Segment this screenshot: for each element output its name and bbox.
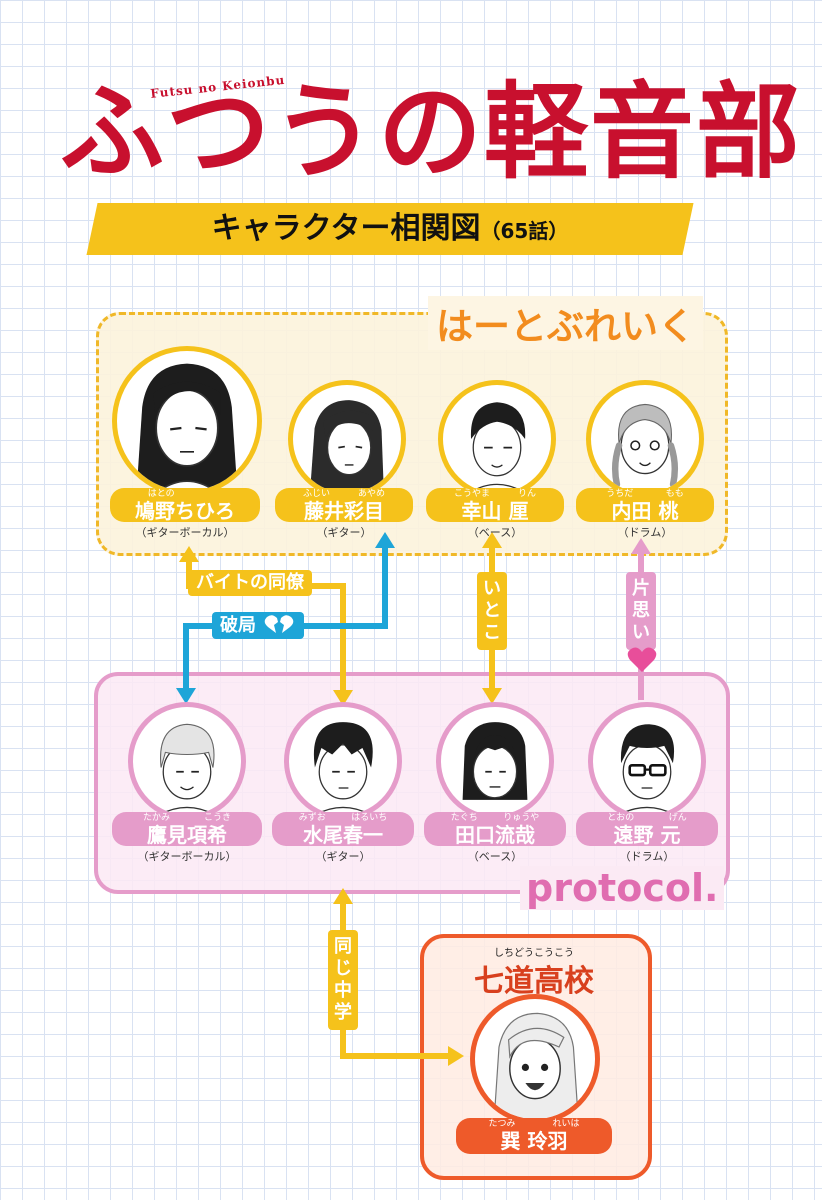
heart-icon bbox=[627, 647, 657, 672]
ruby-ayame-family: ふじい bbox=[302, 489, 330, 499]
ruby-kouki-given: こうき bbox=[203, 813, 231, 823]
short-hair-person-icon bbox=[468, 402, 526, 493]
crush-arrow-up bbox=[631, 538, 651, 554]
relation-label-same-middle-school: 同じ中学 bbox=[328, 930, 358, 1030]
relation-label-cousins: いとこ bbox=[477, 572, 507, 650]
ruby-gen-given: げん bbox=[668, 813, 687, 823]
relation-label-breakup: 破局 bbox=[212, 612, 305, 639]
broken-heart-icon bbox=[265, 615, 294, 633]
girl-braids-icon bbox=[611, 403, 679, 488]
role-ayame: （ギター） bbox=[316, 526, 372, 539]
role-momo: （ドラム） bbox=[617, 526, 673, 539]
ruby-reiha-given: れいは bbox=[552, 1119, 580, 1129]
portrait-ayame bbox=[288, 380, 406, 498]
role-gen: （ドラム） bbox=[619, 850, 675, 863]
role-rin: （ベース） bbox=[467, 526, 523, 539]
role-kouki: （ギターボーカル） bbox=[137, 850, 237, 863]
band-name-heartbreak: はーとぶれいく bbox=[428, 296, 703, 350]
ruby-ayame-given: あやめ bbox=[357, 489, 385, 499]
coworkers-arrow-up bbox=[179, 546, 199, 562]
nameplate-momo: うちだ もも 内田 桃 bbox=[576, 488, 714, 522]
boy-glasses-icon bbox=[618, 724, 676, 815]
girl-long-hair-icon bbox=[136, 363, 238, 491]
name-haruichi: 水尾春一 bbox=[303, 823, 383, 847]
girl-light-long-hair-icon bbox=[493, 1012, 579, 1119]
breakup-arrow-down bbox=[176, 688, 196, 704]
subtitle-text: キャラクター相関図 bbox=[211, 211, 481, 246]
ruby-reiha-family: たつみ bbox=[488, 1119, 516, 1129]
ruby-haruichi-given: はるいち bbox=[351, 813, 388, 823]
name-ryuya: 田口流哉 bbox=[455, 823, 535, 847]
portrait-ryuya bbox=[436, 702, 554, 820]
school-arrow-up bbox=[333, 888, 353, 904]
portrait-kouki bbox=[128, 702, 246, 820]
nameplate-chihiro: はとの 鳩野ちひろ bbox=[110, 488, 260, 522]
role-chihiro: （ギターボーカル） bbox=[135, 526, 235, 539]
role-ryuya: （ベース） bbox=[467, 850, 523, 863]
relation-label-crush: 片思い bbox=[626, 572, 656, 650]
portrait-chihiro bbox=[112, 346, 262, 496]
nameplate-ryuya: たぐち りゅうや 田口流哉 bbox=[424, 812, 566, 846]
ruby-kouki-family: たかみ bbox=[142, 813, 170, 823]
ruby-ryuya-given: りゅうや bbox=[503, 813, 540, 823]
portrait-haruichi bbox=[284, 702, 402, 820]
episode-label: （65話） bbox=[480, 219, 569, 243]
name-chihiro: 鳩野ちひろ bbox=[135, 499, 235, 523]
portrait-gen bbox=[588, 702, 706, 820]
school-name-ruby: しちどうこうこう bbox=[494, 948, 574, 959]
coworkers-arrow-down bbox=[333, 690, 353, 706]
ruby-gen-family: とおの bbox=[607, 813, 635, 823]
portrait-rin bbox=[438, 380, 556, 498]
nameplate-gen: とおの げん 遠野 元 bbox=[576, 812, 718, 846]
subtitle: キャラクター相関図（65話） bbox=[92, 203, 688, 255]
nameplate-kouki: たかみ こうき 鷹見項希 bbox=[112, 812, 262, 846]
name-reiha: 巽 玲羽 bbox=[500, 1129, 568, 1153]
breakup-arrow-up bbox=[375, 532, 395, 548]
relation-text-breakup: 破局 bbox=[220, 615, 256, 636]
ruby-chihiro-family: はとの bbox=[147, 489, 175, 499]
ruby-momo-given: もも bbox=[665, 489, 684, 499]
nameplate-rin: こうやま りん 幸山 厘 bbox=[426, 488, 564, 522]
ruby-ryuya-family: たぐち bbox=[450, 813, 478, 823]
nameplate-reiha: たつみ れいは 巽 玲羽 bbox=[456, 1118, 612, 1154]
ruby-rin-family: こうやま bbox=[453, 489, 490, 499]
name-rin: 幸山 厘 bbox=[461, 499, 529, 523]
ruby-momo-family: うちだ bbox=[606, 489, 634, 499]
nameplate-ayame: ふじい あやめ 藤井彩目 bbox=[275, 488, 413, 522]
cousins-arrow-down bbox=[482, 688, 502, 704]
school-arrow-right bbox=[448, 1046, 464, 1066]
band-name-protocol: protocol. bbox=[520, 866, 725, 910]
portrait-momo bbox=[586, 380, 704, 498]
name-kouki: 鷹見項希 bbox=[147, 823, 227, 847]
girl-bob-hair-icon bbox=[310, 400, 384, 489]
ruby-rin-given: りん bbox=[517, 489, 536, 499]
name-momo: 内田 桃 bbox=[611, 499, 679, 523]
name-gen: 遠野 元 bbox=[613, 823, 681, 847]
boy-light-hair-icon bbox=[158, 723, 216, 815]
relation-label-coworkers: バイトの同僚 bbox=[188, 570, 312, 596]
ruby-haruichi-family: みずお bbox=[298, 813, 326, 823]
series-logo: ふつうの軽音部 bbox=[60, 70, 803, 193]
school-name: 七道高校 bbox=[474, 964, 594, 999]
boy-long-bangs-icon bbox=[462, 722, 528, 800]
role-haruichi: （ギター） bbox=[315, 850, 371, 863]
nameplate-haruichi: みずお はるいち 水尾春一 bbox=[272, 812, 414, 846]
boy-messy-hair-icon bbox=[313, 722, 373, 815]
name-ayame: 藤井彩目 bbox=[304, 499, 384, 523]
portrait-reiha bbox=[470, 994, 600, 1124]
cousins-arrow-up bbox=[482, 532, 502, 548]
